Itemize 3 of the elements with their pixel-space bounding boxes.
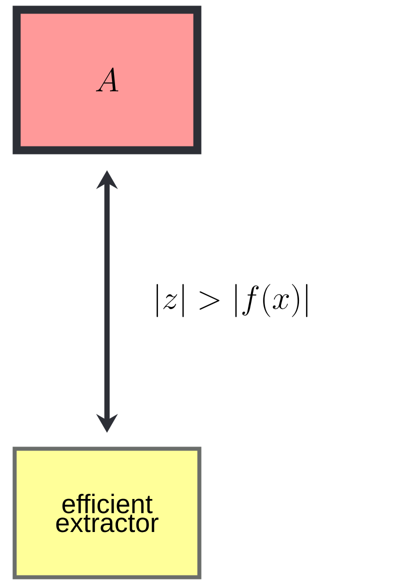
process-box: $A$ <box>12 6 202 154</box>
edge-label: $|z| > |f(x)|$ <box>156 284 308 318</box>
process-box: efficient extractor <box>12 446 202 580</box>
